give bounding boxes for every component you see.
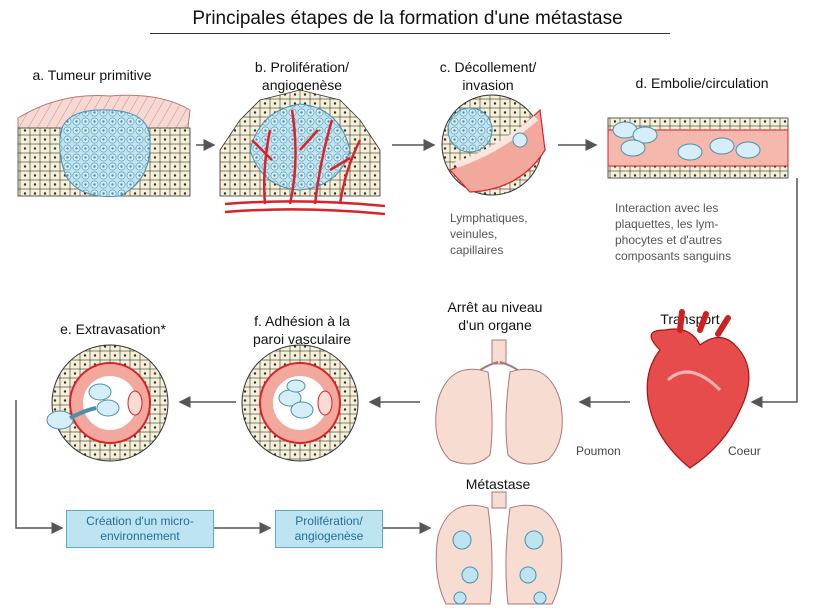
extravasation-illustration	[46, 344, 169, 462]
label-stage-b-line2: angiogenèse	[261, 77, 343, 93]
invasion-illustration	[441, 94, 546, 196]
note-vessels-line1: Lymphatiques,	[450, 211, 528, 225]
lung-illustration	[435, 339, 563, 465]
adhesion-illustration	[241, 344, 359, 462]
label-stage-f-line1: f. Adhésion à la	[254, 313, 350, 329]
diagram-title: Principales étapes de la formation d'une…	[192, 8, 623, 29]
box-proliferation-line1: Prolifération/	[295, 514, 363, 528]
label-stage-b-line1: b. Prolifération/	[254, 59, 350, 75]
note-interaction-line3: phocytes et d'autres	[615, 233, 723, 247]
label-stage-c: c. Décollement/ invasion	[418, 58, 558, 94]
circulation-illustration	[607, 117, 789, 179]
note-vessels-line2: veinules,	[450, 227, 498, 241]
label-stage-f-line2: paroi vasculaire	[252, 331, 352, 347]
label-heart: Coeur	[728, 444, 761, 458]
label-stage-a: a. Tumeur primitive	[32, 67, 152, 83]
label-organ-arrest: Arrêt au niveau d'un organe	[420, 298, 570, 334]
note-vessels-line3: capillaires	[450, 243, 504, 257]
flow-arrows	[15, 139, 798, 534]
note-interaction-line4: composants sanguins	[615, 249, 732, 263]
label-stage-b: b. Prolifération/ angiogenèse	[222, 58, 382, 94]
note-vessels: Lymphatiques, veinules, capillaires	[450, 210, 570, 258]
box-proliferation-line2: angiogenèse	[294, 529, 364, 543]
label-stage-d: d. Embolie/circulation	[635, 75, 769, 91]
box-microenvironment: Création d'un micro- environnement	[66, 510, 214, 548]
metastasis-lung-illustration	[435, 491, 563, 605]
heart-illustration	[646, 309, 750, 469]
note-interaction-line1: Interaction avec les	[615, 201, 719, 215]
label-stage-c-line1: c. Décollement/	[439, 59, 537, 75]
blood-vessels	[224, 109, 386, 216]
note-interaction-line2: plaquettes, les lym-	[615, 217, 719, 231]
box-proliferation: Prolifération/ angiogenèse	[275, 510, 383, 548]
note-interaction: Interaction avec les plaquettes, les lym…	[615, 200, 785, 264]
label-organ-arrest-line2: d'un organe	[458, 317, 532, 333]
metastasis-nodules	[452, 530, 547, 605]
label-stage-e: e. Extravasation*	[60, 321, 166, 337]
box-microenvironment-line2: environnement	[100, 529, 180, 543]
tumor-primary-illustration	[17, 94, 191, 198]
label-stage-c-line2: invasion	[462, 77, 514, 93]
box-microenvironment-line1: Création d'un micro-	[86, 514, 194, 528]
label-stage-f: f. Adhésion à la paroi vasculaire	[222, 312, 382, 348]
label-lung: Poumon	[576, 444, 621, 458]
title-underline	[150, 33, 670, 34]
angiogenesis-illustration	[219, 89, 386, 216]
label-organ-arrest-line1: Arrêt au niveau	[447, 299, 543, 315]
label-metastasis: Métastase	[465, 476, 531, 492]
